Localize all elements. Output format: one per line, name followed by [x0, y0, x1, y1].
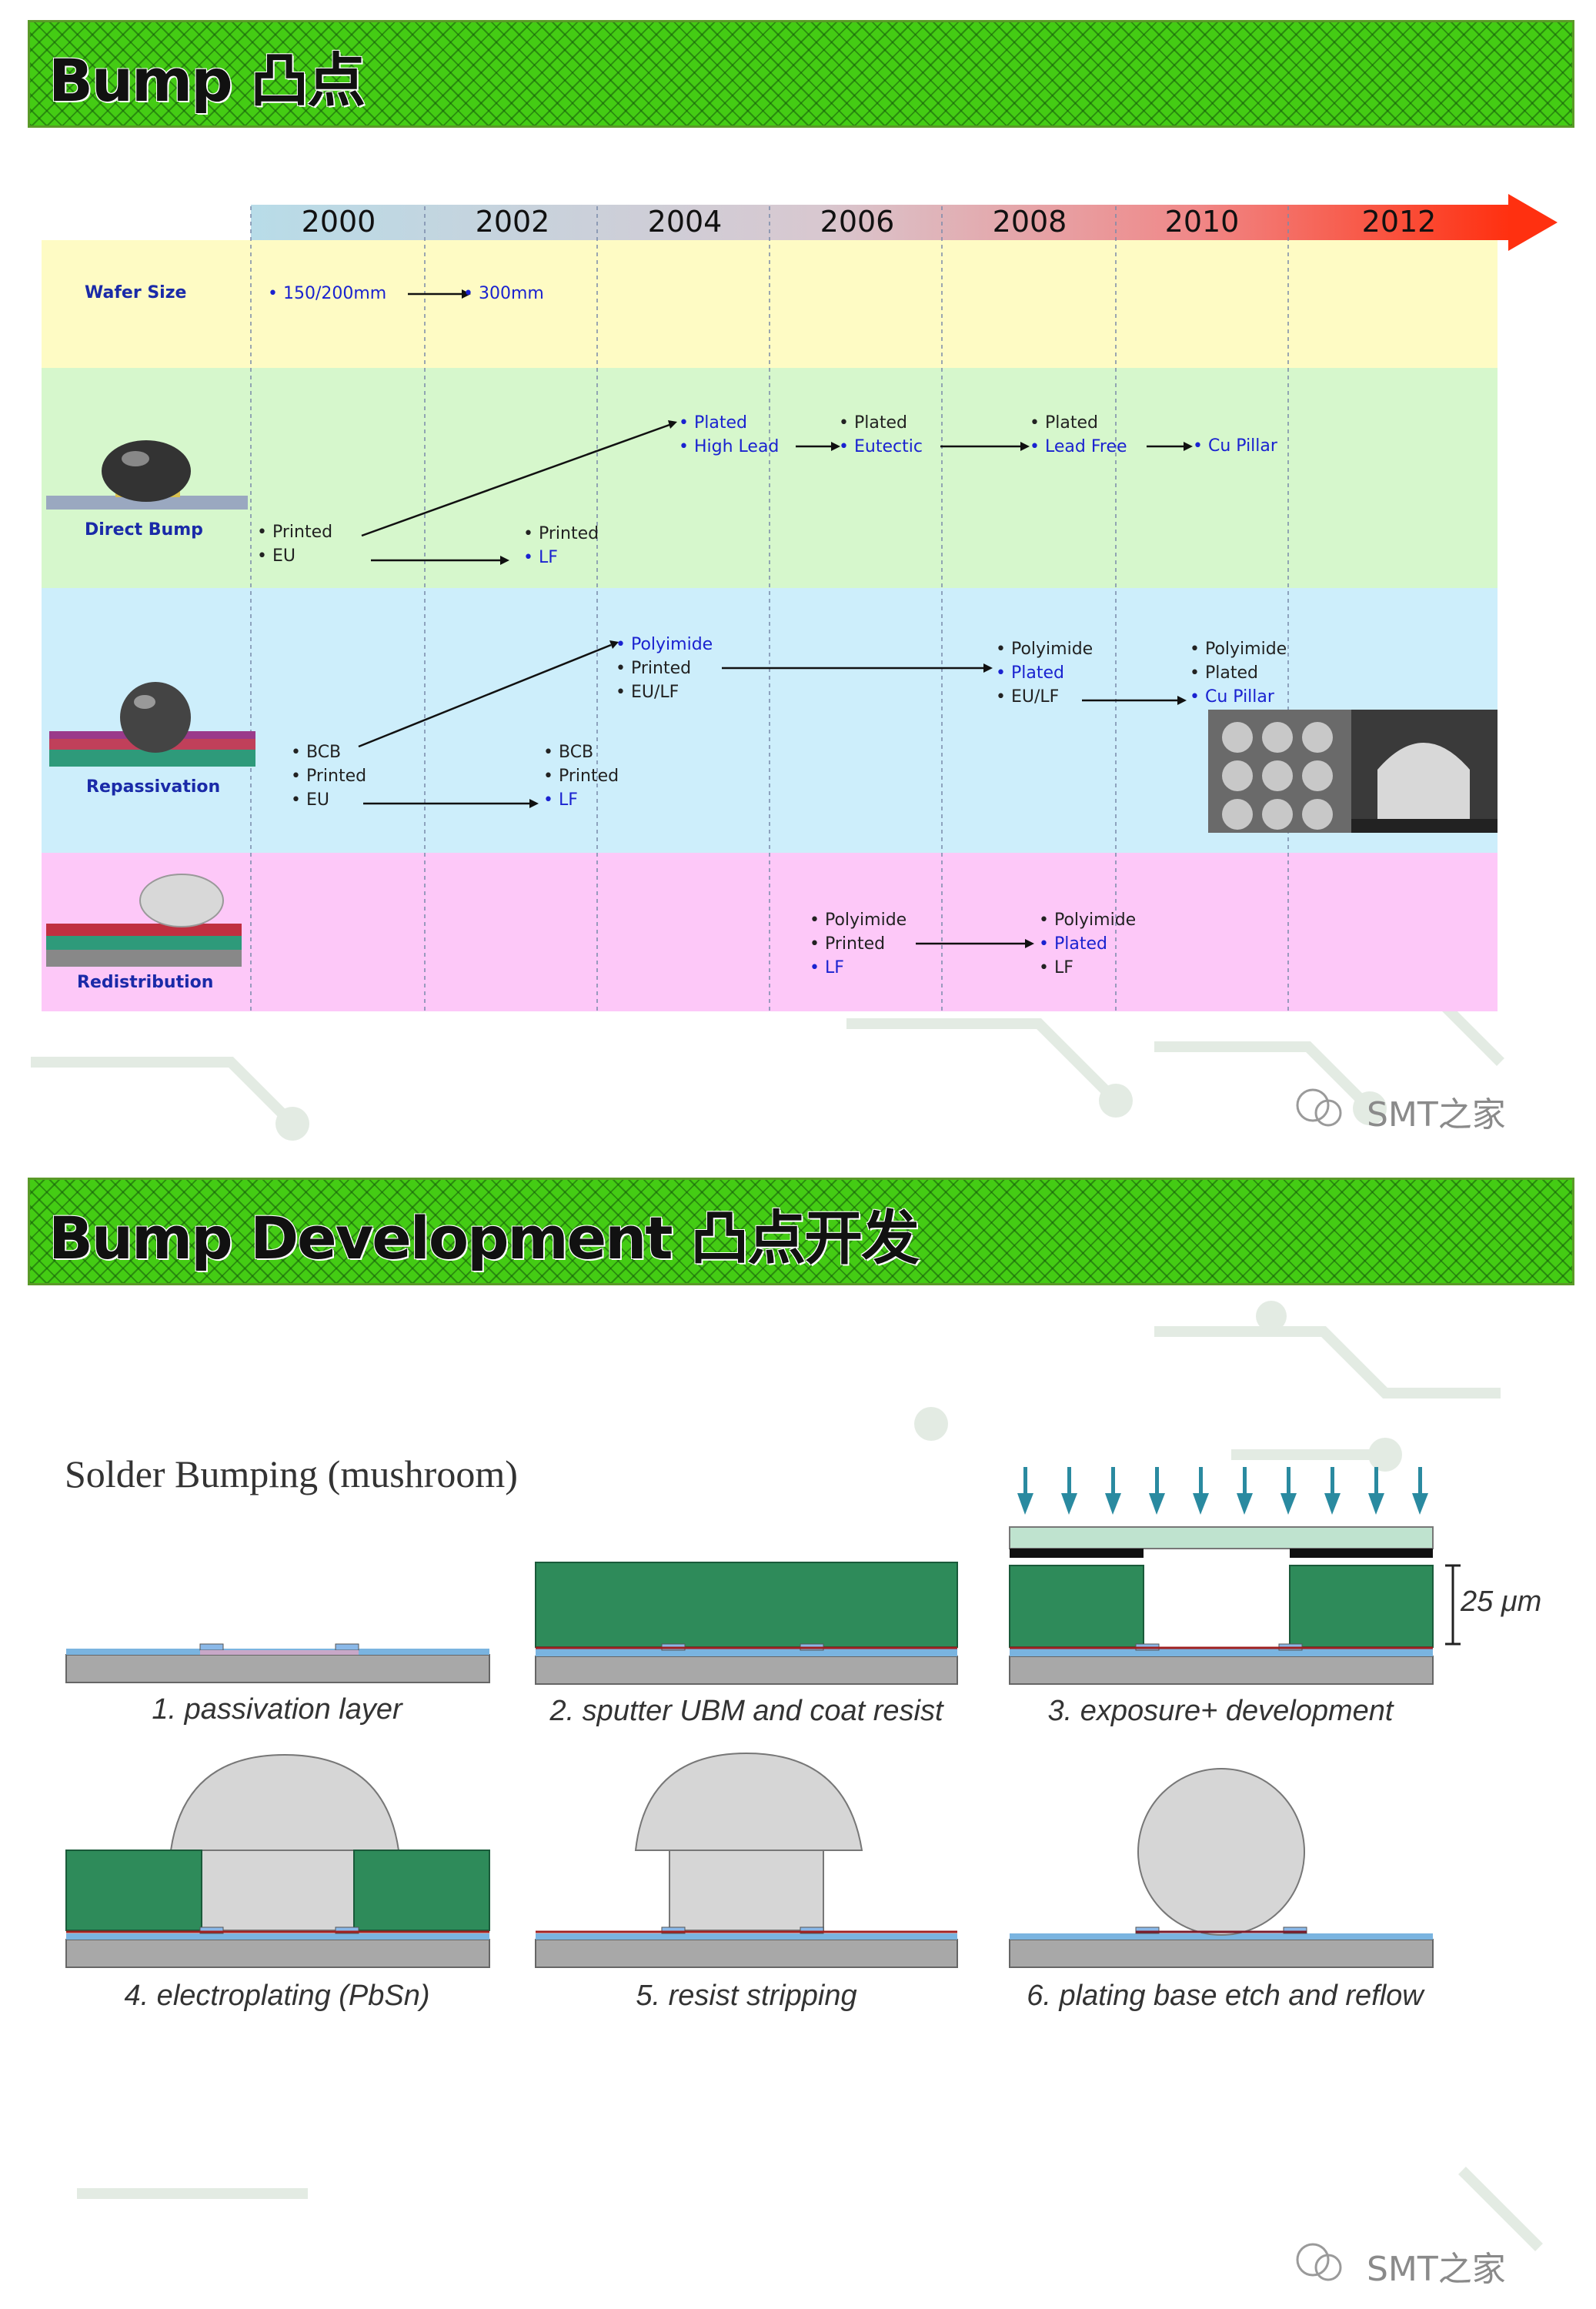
watermark-text: SMT之家 — [1367, 1095, 1506, 1134]
row-label-redistribution: Redistribution — [77, 973, 214, 992]
wechat-icon — [1293, 1087, 1347, 1134]
timeline-arrow-bar — [251, 205, 1510, 240]
section-title: Solder Bumping (mushroom) — [65, 1452, 518, 1495]
slide1-title: Bump 凸点 — [48, 46, 366, 115]
solder-bumping-process-diagram — [65, 1467, 1461, 1968]
step4-illustration — [65, 1753, 490, 1968]
direct-plated-eutectic: • Plated • Eutectic — [839, 413, 923, 456]
exposure-arrow — [1017, 1467, 1033, 1515]
row-label-direct-bump: Direct Bump — [85, 520, 203, 540]
repass-polyimide-plated-eulf: • Polyimide • Plated • EU/LF — [996, 640, 1093, 707]
repass-bcb-printed-lf: • BCB • Printed • LF — [543, 743, 619, 810]
wafer-300mm: • 300mm — [463, 284, 544, 303]
step4-label: 4. electroplating (PbSn) — [124, 1980, 430, 2012]
cu-pillar-photo-cross-section — [1351, 710, 1498, 833]
direct-printed-lf: • Printed • LF — [523, 524, 599, 567]
timeline-arrow-head — [1508, 194, 1558, 251]
direct-plated-lead-free: • Plated • Lead Free — [1030, 413, 1127, 456]
row-label-repassivation: Repassivation — [86, 777, 221, 797]
slide1-banner: Bump 凸点 — [28, 20, 1574, 128]
circuit-background-2 — [77, 1301, 1543, 2251]
direct-plated-high-lead: • Plated • High Lead — [679, 413, 780, 456]
repass-polyimide-printed-eulf: • Polyimide • Printed • EU/LF — [616, 635, 713, 702]
step3-label: 3. exposure+ development — [1047, 1695, 1394, 1727]
year-2006: 2006 — [820, 205, 895, 239]
repass-bcb-printed-eu: • BCB • Printed • EU — [291, 743, 367, 810]
watermark-text-2: SMT之家 — [1367, 2250, 1506, 2289]
repassivation-illustration — [49, 682, 255, 767]
redist-polyimide-plated-lf: • Polyimide • Plated • LF — [1039, 911, 1137, 977]
dimension-label: 25 μm — [1461, 1586, 1542, 1618]
step6-illustration — [1009, 1768, 1434, 1968]
step5-label: 5. resist stripping — [636, 1980, 857, 2012]
wechat-icon-2 — [1293, 2241, 1347, 2288]
slide2-banner: Bump Development 凸点开发 — [28, 1178, 1574, 1285]
step1-label: 1. passivation layer — [152, 1693, 402, 1726]
cu-pillar-photo-array — [1208, 710, 1351, 833]
year-2002: 2002 — [475, 205, 550, 239]
year-2010: 2010 — [1164, 205, 1240, 239]
direct-cu-pillar: • Cu Pillar — [1193, 436, 1277, 456]
year-2008: 2008 — [992, 205, 1067, 239]
direct-bump-illustration — [46, 440, 248, 510]
band-wafer-size — [42, 240, 1498, 368]
year-2000: 2000 — [301, 205, 376, 239]
bump-timeline-chart — [42, 194, 1558, 1011]
wafer-150-200mm: • 150/200mm — [268, 284, 387, 303]
step2-illustration — [535, 1562, 958, 1685]
step1-illustration — [65, 1643, 490, 1683]
step6-label: 6. plating base etch and reflow — [1027, 1980, 1424, 2012]
repass-polyimide-plated-cu-pillar: • Polyimide • Plated • Cu Pillar — [1190, 640, 1287, 707]
slide2-title: Bump Development 凸点开发 — [48, 1204, 920, 1272]
slide-bump: Bump 凸点 — [0, 0, 1596, 1154]
redistribution-illustration — [46, 874, 242, 967]
year-2012: 2012 — [1361, 205, 1437, 239]
step3-illustration — [1009, 1467, 1461, 1685]
redist-polyimide-printed-lf: • Polyimide • Printed • LF — [810, 911, 907, 977]
step2-label: 2. sputter UBM and coat resist — [549, 1695, 943, 1727]
row-label-wafer-size: Wafer Size — [85, 283, 187, 302]
direct-printed-eu: • Printed • EU — [257, 523, 333, 566]
slide-bump-development: Bump Development 凸点开发 Solder Bumping (mu… — [0, 1154, 1596, 2309]
step5-illustration — [535, 1752, 958, 1968]
year-2004: 2004 — [647, 205, 723, 239]
